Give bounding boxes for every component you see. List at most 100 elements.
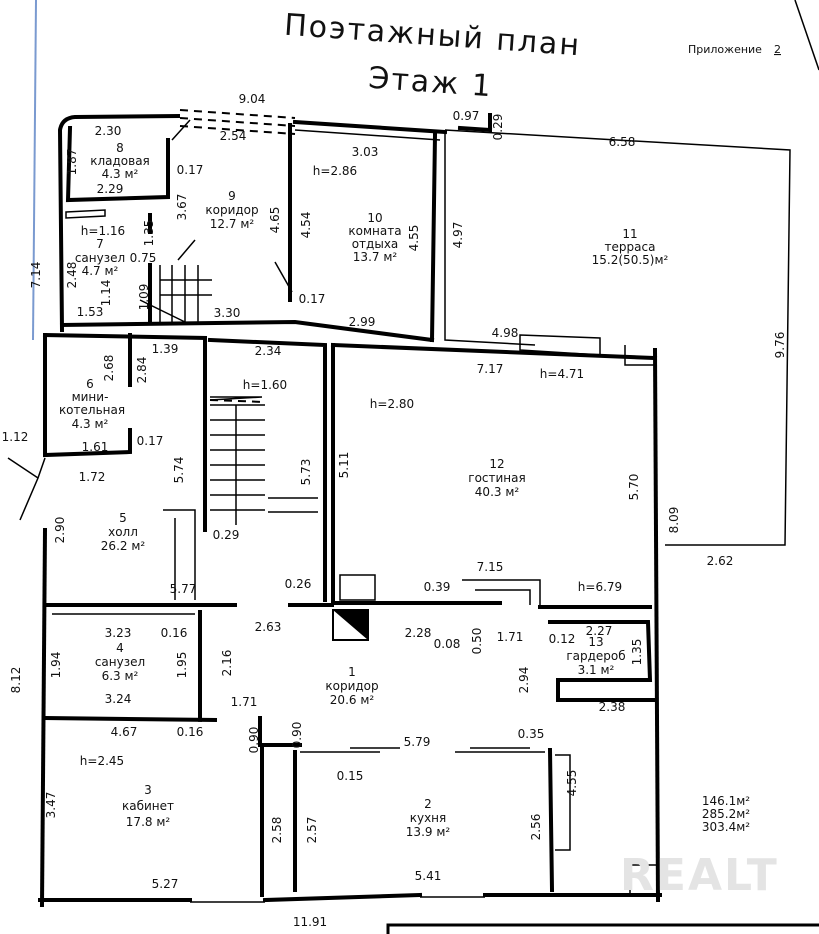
room-8-storage: 8 кладовая 4.3 м² — [90, 141, 150, 181]
dimension-label: 2.90 — [53, 517, 67, 544]
dimension-label: 2.30 — [95, 124, 122, 138]
svg-text:13: 13 — [588, 635, 603, 649]
room-12-living: 12 гостиная 40.3 м² — [468, 457, 525, 499]
dimension-label: 0.90 — [247, 727, 261, 754]
page-border-left — [32, 0, 37, 341]
dimension-label: 5.27 — [152, 877, 179, 891]
room-9-corridor: 9 коридор 12.7 м² — [205, 189, 258, 231]
svg-text:4: 4 — [116, 641, 124, 655]
dimension-label: 2.57 — [305, 817, 319, 844]
svg-text:26.2 м²: 26.2 м² — [101, 539, 146, 553]
svg-text:комната: комната — [348, 224, 401, 238]
dimension-label: 0.15 — [337, 769, 364, 783]
watermark-logo: REALT — [620, 850, 779, 901]
room-7-bathroom: 7 санузел 4.7 м² — [75, 237, 125, 278]
dimension-label: 1.94 — [49, 652, 63, 679]
svg-text:3.1 м²: 3.1 м² — [578, 663, 615, 677]
svg-text:40.3 м²: 40.3 м² — [475, 485, 520, 499]
dimension-label: 0.17 — [137, 434, 164, 448]
svg-text:8: 8 — [116, 141, 124, 155]
dimension-label: h=4.71 — [540, 367, 584, 381]
room-11-terrace: 11 терраса 15.2(50.5)м² — [592, 227, 669, 267]
dimension-label: h=2.45 — [80, 754, 124, 768]
walls — [7, 109, 819, 934]
svg-text:5: 5 — [119, 511, 127, 525]
dimension-label: 9.04 — [239, 92, 266, 106]
dimension-label: 4.98 — [492, 326, 519, 340]
dimension-label: 1.61 — [82, 440, 109, 454]
svg-text:санузел: санузел — [95, 655, 145, 669]
dimension-label: 2.94 — [517, 667, 531, 694]
dimension-label: 4.55 — [407, 225, 421, 252]
dimension-label: 3.23 — [105, 626, 132, 640]
dimension-label: 2.27 — [586, 624, 613, 638]
dimension-label: 5.74 — [172, 457, 186, 484]
dimension-label: 0.12 — [549, 632, 576, 646]
dimension-label: 1.71 — [231, 695, 258, 709]
dimension-label: 1.14 — [99, 280, 113, 307]
svg-text:1: 1 — [348, 665, 356, 679]
svg-text:мини-: мини- — [72, 390, 109, 404]
svg-text:10: 10 — [367, 211, 382, 225]
dimension-label: 4.55 — [565, 770, 579, 797]
svg-text:коридор: коридор — [325, 679, 378, 693]
dimension-label: 1.35 — [630, 639, 644, 666]
plan-title: Поэтажный план — [283, 8, 582, 64]
dimension-label: 9.76 — [773, 332, 787, 359]
dimension-label: 1.72 — [79, 470, 106, 484]
dimension-label: 7.17 — [477, 362, 504, 376]
dimension-label: 0.08 — [434, 637, 461, 651]
dimension-label: 8.12 — [9, 667, 23, 694]
dimension-label: 5.73 — [299, 459, 313, 486]
dimension-label: 0.35 — [518, 727, 545, 741]
svg-text:кухня: кухня — [410, 811, 447, 825]
dimension-label: 2.34 — [255, 344, 282, 358]
svg-text:гостиная: гостиная — [468, 471, 525, 485]
svg-text:холл: холл — [108, 525, 138, 539]
svg-text:4.3 м²: 4.3 м² — [72, 417, 109, 431]
svg-text:20.6 м²: 20.6 м² — [330, 693, 375, 707]
svg-text:13.9 м²: 13.9 м² — [406, 825, 451, 839]
svg-text:6: 6 — [86, 377, 94, 391]
total-gross-area: 303.4м² — [702, 820, 750, 834]
total-living-area: 146.1м² — [702, 794, 750, 808]
svg-text:7: 7 — [96, 237, 104, 251]
dimension-label: 4.97 — [451, 222, 465, 249]
total-area: 285.2м² — [702, 807, 750, 821]
svg-text:гардероб: гардероб — [566, 649, 625, 663]
floor-title: Этаж 1 — [367, 61, 494, 105]
dimension-label: 3.24 — [105, 692, 132, 706]
svg-text:санузел: санузел — [75, 251, 125, 265]
dimension-label: 2.63 — [255, 620, 282, 634]
dimension-label: 1.95 — [175, 652, 189, 679]
area-totals: 146.1м² 285.2м² 303.4м² — [702, 794, 750, 834]
annex-label: Приложение — [688, 43, 762, 56]
bottom-stamp-strip — [386, 923, 819, 934]
room-3-office: 3 кабинет 17.8 м² — [122, 783, 174, 829]
svg-text:15.2(50.5)м²: 15.2(50.5)м² — [592, 253, 669, 267]
room-2-kitchen: 2 кухня 13.9 м² — [406, 797, 451, 839]
dimension-label: 0.97 — [453, 109, 480, 123]
svg-text:3: 3 — [144, 783, 152, 797]
svg-text:4.3 м²: 4.3 м² — [102, 167, 139, 181]
dimension-label: 1.12 — [2, 430, 29, 444]
svg-text:2: 2 — [424, 797, 432, 811]
dimension-label: h=1.60 — [243, 378, 287, 392]
dimension-label: 0.90 — [290, 722, 304, 749]
dimension-label: 0.16 — [161, 626, 188, 640]
dimension-label: 2.16 — [220, 650, 234, 677]
dimension-label: 2.99 — [349, 315, 376, 329]
room-10-lounge: 10 комната отдыха 13.7 м² — [348, 211, 401, 264]
dimension-label: 3.03 — [352, 145, 379, 159]
dimension-label: 0.50 — [470, 628, 484, 655]
dimension-label: 2.28 — [405, 626, 432, 640]
dimension-label: 1.39 — [152, 342, 179, 356]
dimension-label: 1.53 — [77, 305, 104, 319]
svg-text:6.3 м²: 6.3 м² — [102, 669, 139, 683]
dimension-label: 5.11 — [337, 452, 351, 479]
svg-text:13.7 м²: 13.7 м² — [353, 250, 398, 264]
svg-text:кладовая: кладовая — [90, 154, 150, 168]
dimension-label: 3.47 — [44, 792, 58, 819]
svg-text:12.7 м²: 12.7 м² — [210, 217, 255, 231]
